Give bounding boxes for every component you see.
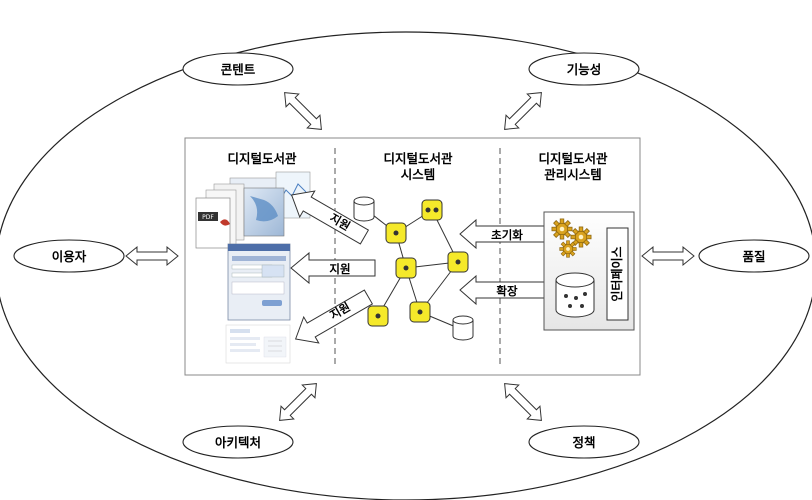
- node-user: 이용자: [13, 239, 125, 273]
- app-window-thumbnail: [227, 243, 291, 321]
- node-architecture: 아키텍처: [182, 425, 294, 459]
- svg-text:정책: 정책: [572, 435, 595, 450]
- node-quality: 품질: [698, 239, 810, 273]
- double-arrow-quality: [641, 245, 695, 267]
- double-arrow-functionality: [504, 92, 542, 130]
- svg-text:아키텍처: 아키텍처: [215, 435, 261, 450]
- heading-dl-system-2: 시스템: [401, 167, 436, 182]
- system-network: [353, 196, 474, 341]
- svg-text:PDF: PDF: [202, 214, 214, 221]
- support-label-middle: 지원: [329, 262, 350, 276]
- support-arrow-middle: [290, 251, 376, 285]
- node-policy: 정책: [528, 425, 640, 459]
- svg-text:콘텐트: 콘텐트: [221, 62, 256, 77]
- db-cylinder-small-bottom: [452, 315, 474, 341]
- heading-dl-system-1: 디지털도서관: [383, 151, 453, 166]
- double-arrow-architecture: [279, 383, 317, 421]
- double-arrow-policy: [504, 383, 542, 421]
- svg-text:기능성: 기능성: [567, 62, 602, 77]
- support-arrow-top: [290, 190, 370, 245]
- double-arrow-content: [284, 92, 322, 130]
- svg-text:이용자: 이용자: [52, 249, 87, 264]
- initialize-label: 초기화: [491, 228, 523, 242]
- node-content: 콘텐트: [182, 52, 294, 86]
- heading-dl-mgmt-2: 관리시스템: [544, 167, 602, 182]
- extend-label: 확장: [496, 284, 518, 298]
- heading-digital-library: 디지털도서관: [227, 151, 297, 166]
- network-node: [421, 199, 443, 221]
- svg-text:품질: 품질: [742, 249, 765, 264]
- node-functionality: 기능성: [528, 52, 640, 86]
- double-arrow-user: [125, 245, 179, 267]
- interface-box: [606, 227, 629, 321]
- outer-ellipse: [0, 31, 812, 500]
- support-arrow-bottom: [294, 289, 374, 344]
- interface-label: 인터페이스: [609, 246, 624, 301]
- database-icon: [555, 272, 595, 318]
- report-thumbnail: [225, 324, 291, 364]
- gear-icon: [559, 240, 577, 258]
- db-cylinder-small-top: [353, 196, 375, 222]
- heading-dl-mgmt-1: 디지털도서관: [538, 151, 608, 166]
- gear-icon: [551, 218, 573, 240]
- management-system-box: 인터페이스: [543, 211, 635, 331]
